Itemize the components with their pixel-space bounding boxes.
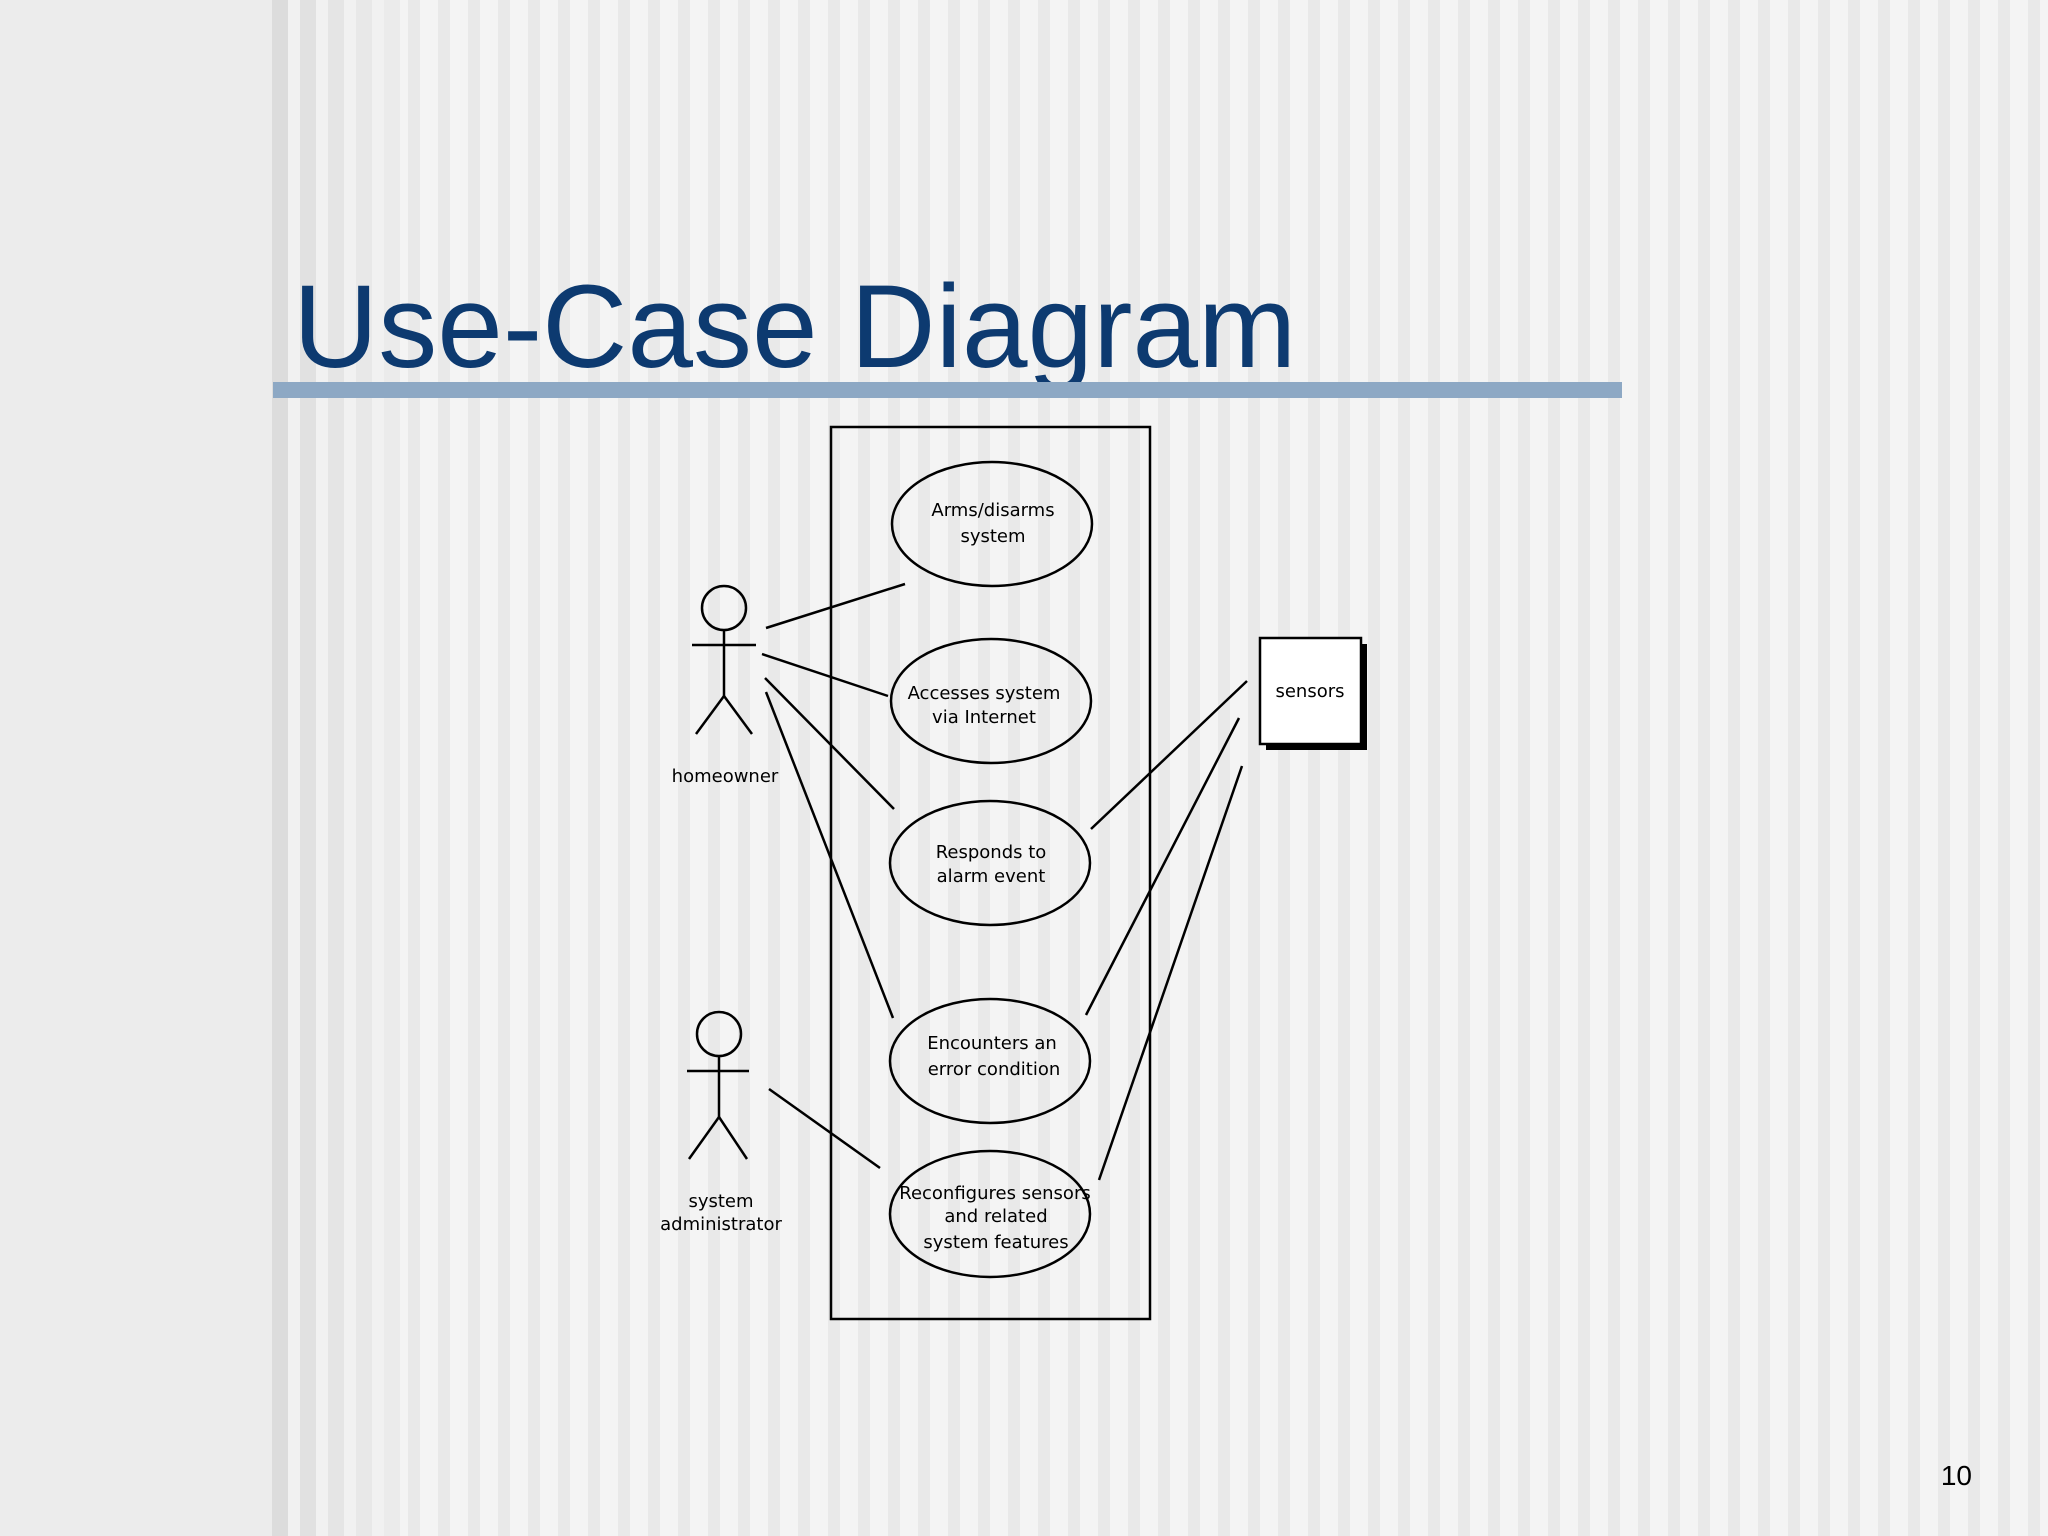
association-line bbox=[1090, 680, 1248, 830]
sensors-label: sensors bbox=[1275, 681, 1344, 702]
use-case-arms-disarms-label-line2: system bbox=[960, 526, 1025, 547]
use-case-encounters-error-label-line2: error condition bbox=[928, 1059, 1061, 1080]
use-case-responds-alarm-ellipse bbox=[888, 799, 1092, 927]
use-case-encounters-error-label-line1: Encounters an bbox=[927, 1033, 1057, 1054]
title-underline bbox=[273, 382, 1622, 398]
homeowner-actor bbox=[692, 584, 756, 735]
use-case-reconfigures-sensors-label-line2: and related bbox=[944, 1206, 1047, 1227]
use-case-encounters-error-ellipse bbox=[888, 997, 1092, 1125]
use-case-arms-disarms-label-line1: Arms/disarms bbox=[931, 500, 1054, 521]
system-administrator-label-line2: administrator bbox=[660, 1214, 782, 1235]
page-number: 10 bbox=[1940, 1460, 1972, 1491]
use-case-responds-alarm-label-line2: alarm event bbox=[937, 866, 1046, 887]
use-case-reconfigures-sensors-label-line1: Reconfigures sensors bbox=[899, 1183, 1090, 1204]
use-case-accesses-system-ellipse bbox=[889, 637, 1093, 765]
association-line bbox=[764, 691, 895, 1019]
association-line bbox=[1084, 717, 1241, 1016]
association-line bbox=[761, 652, 889, 698]
sensors-actor-box bbox=[1258, 636, 1367, 750]
association-line bbox=[764, 677, 895, 810]
use-case-accesses-system-label-line2: via Internet bbox=[932, 707, 1036, 728]
association-line bbox=[765, 582, 906, 630]
system-boundary bbox=[829, 425, 1152, 1321]
system-administrator-label-line1: system bbox=[688, 1191, 753, 1212]
association-line bbox=[1097, 765, 1244, 1181]
slide-title: Use-Case Diagram bbox=[293, 261, 1297, 393]
use-case-accesses-system-label-line1: Accesses system bbox=[908, 683, 1061, 704]
system-administrator-actor bbox=[687, 1010, 749, 1160]
association-line bbox=[768, 1087, 881, 1170]
homeowner-label: homeowner bbox=[672, 766, 779, 787]
use-case-responds-alarm-label-line1: Responds to bbox=[936, 842, 1047, 863]
use-case-arms-disarms-ellipse bbox=[890, 460, 1094, 588]
use-case-reconfigures-sensors-label-line3: system features bbox=[923, 1232, 1068, 1253]
use-case-reconfigures-sensors-ellipse bbox=[888, 1149, 1092, 1279]
